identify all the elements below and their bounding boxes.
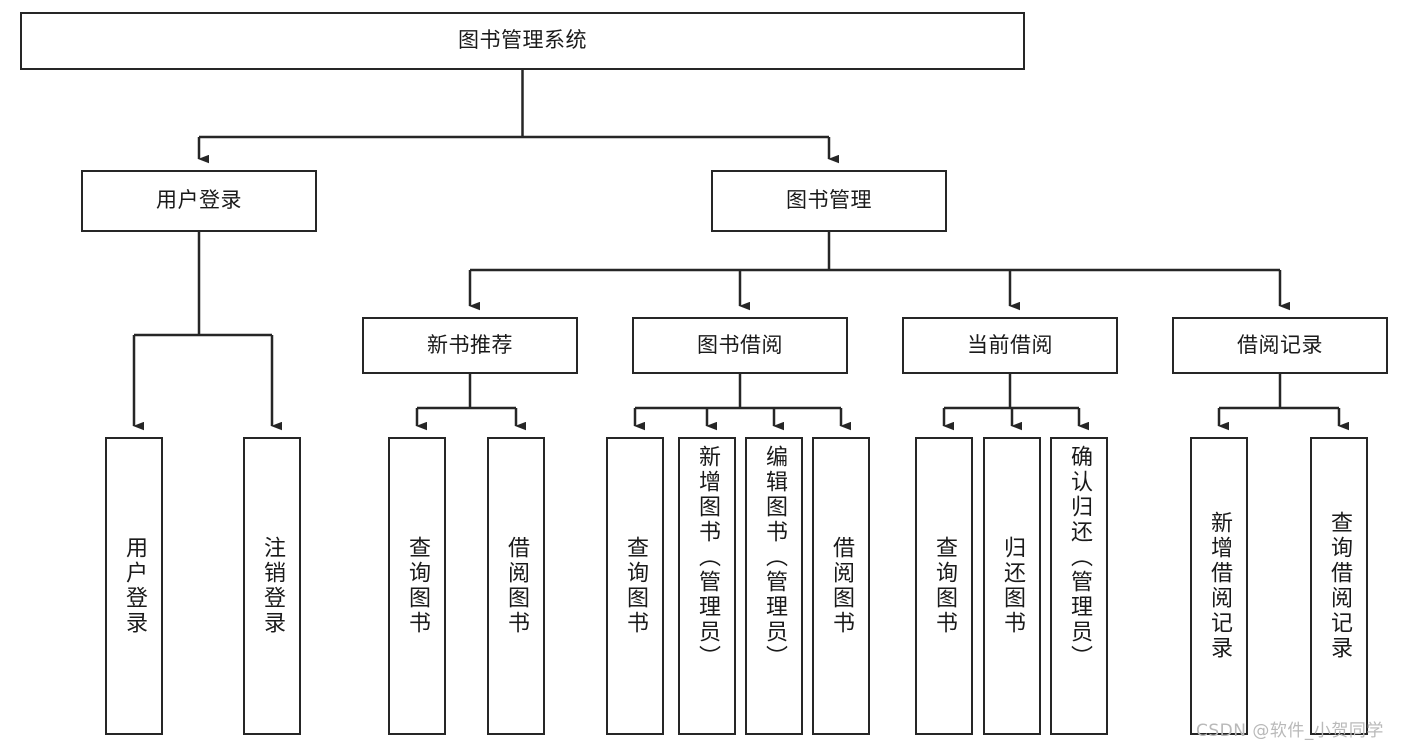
node-user-login[interactable]: 用户登录 [81,170,317,232]
node-leaf-user-login[interactable]: 用户登录 [105,437,163,735]
node-book-borrow[interactable]: 图书借阅 [632,317,848,374]
node-leaf-record-query[interactable]: 查询借阅记录 [1310,437,1368,735]
node-leaf-borrow-borrow-book[interactable]: 借阅图书 [812,437,870,735]
node-label: 编辑图书（管理员） [762,445,787,670]
node-label: 查询图书 [623,536,648,636]
node-leaf-current-query-book[interactable]: 查询图书 [915,437,973,735]
node-label: 用户登录 [156,188,242,213]
node-leaf-current-confirm-return[interactable]: 确认归还（管理员） [1050,437,1108,735]
connector-lines [132,70,1349,431]
node-label: 查询图书 [932,536,957,636]
node-label: 确认归还（管理员） [1067,445,1092,670]
node-leaf-borrow-query-book[interactable]: 查询图书 [606,437,664,735]
node-leaf-user-logout[interactable]: 注销登录 [243,437,301,735]
node-new-book-rec[interactable]: 新书推荐 [362,317,578,374]
node-root[interactable]: 图书管理系统 [20,12,1025,70]
node-label: 借阅图书 [504,536,529,636]
node-current-borrow[interactable]: 当前借阅 [902,317,1118,374]
node-label: 新书推荐 [427,332,513,357]
node-label: 图书管理 [786,188,872,213]
node-label: 新增图书（管理员） [695,445,720,670]
node-label: 借阅图书 [829,536,854,636]
node-label: 查询图书 [405,536,430,636]
node-label: 归还图书 [1000,536,1025,636]
node-label: 借阅记录 [1237,332,1323,357]
node-label: 当前借阅 [967,332,1053,357]
node-leaf-record-add[interactable]: 新增借阅记录 [1190,437,1248,735]
node-leaf-current-return-book[interactable]: 归还图书 [983,437,1041,735]
node-leaf-borrow-edit-book[interactable]: 编辑图书（管理员） [745,437,803,735]
node-book-manage[interactable]: 图书管理 [711,170,947,232]
node-label: 图书借阅 [697,332,783,357]
node-leaf-rec-borrow-book[interactable]: 借阅图书 [487,437,545,735]
node-label: 注销登录 [260,536,285,636]
node-borrow-record[interactable]: 借阅记录 [1172,317,1388,374]
node-leaf-rec-query-book[interactable]: 查询图书 [388,437,446,735]
node-label: 图书管理系统 [458,28,587,53]
node-label: 查询借阅记录 [1327,511,1352,661]
node-leaf-borrow-add-book[interactable]: 新增图书（管理员） [678,437,736,735]
watermark-text: CSDN @软件_小贺同学 [1196,721,1384,741]
node-label: 用户登录 [122,536,147,636]
node-label: 新增借阅记录 [1207,511,1232,661]
